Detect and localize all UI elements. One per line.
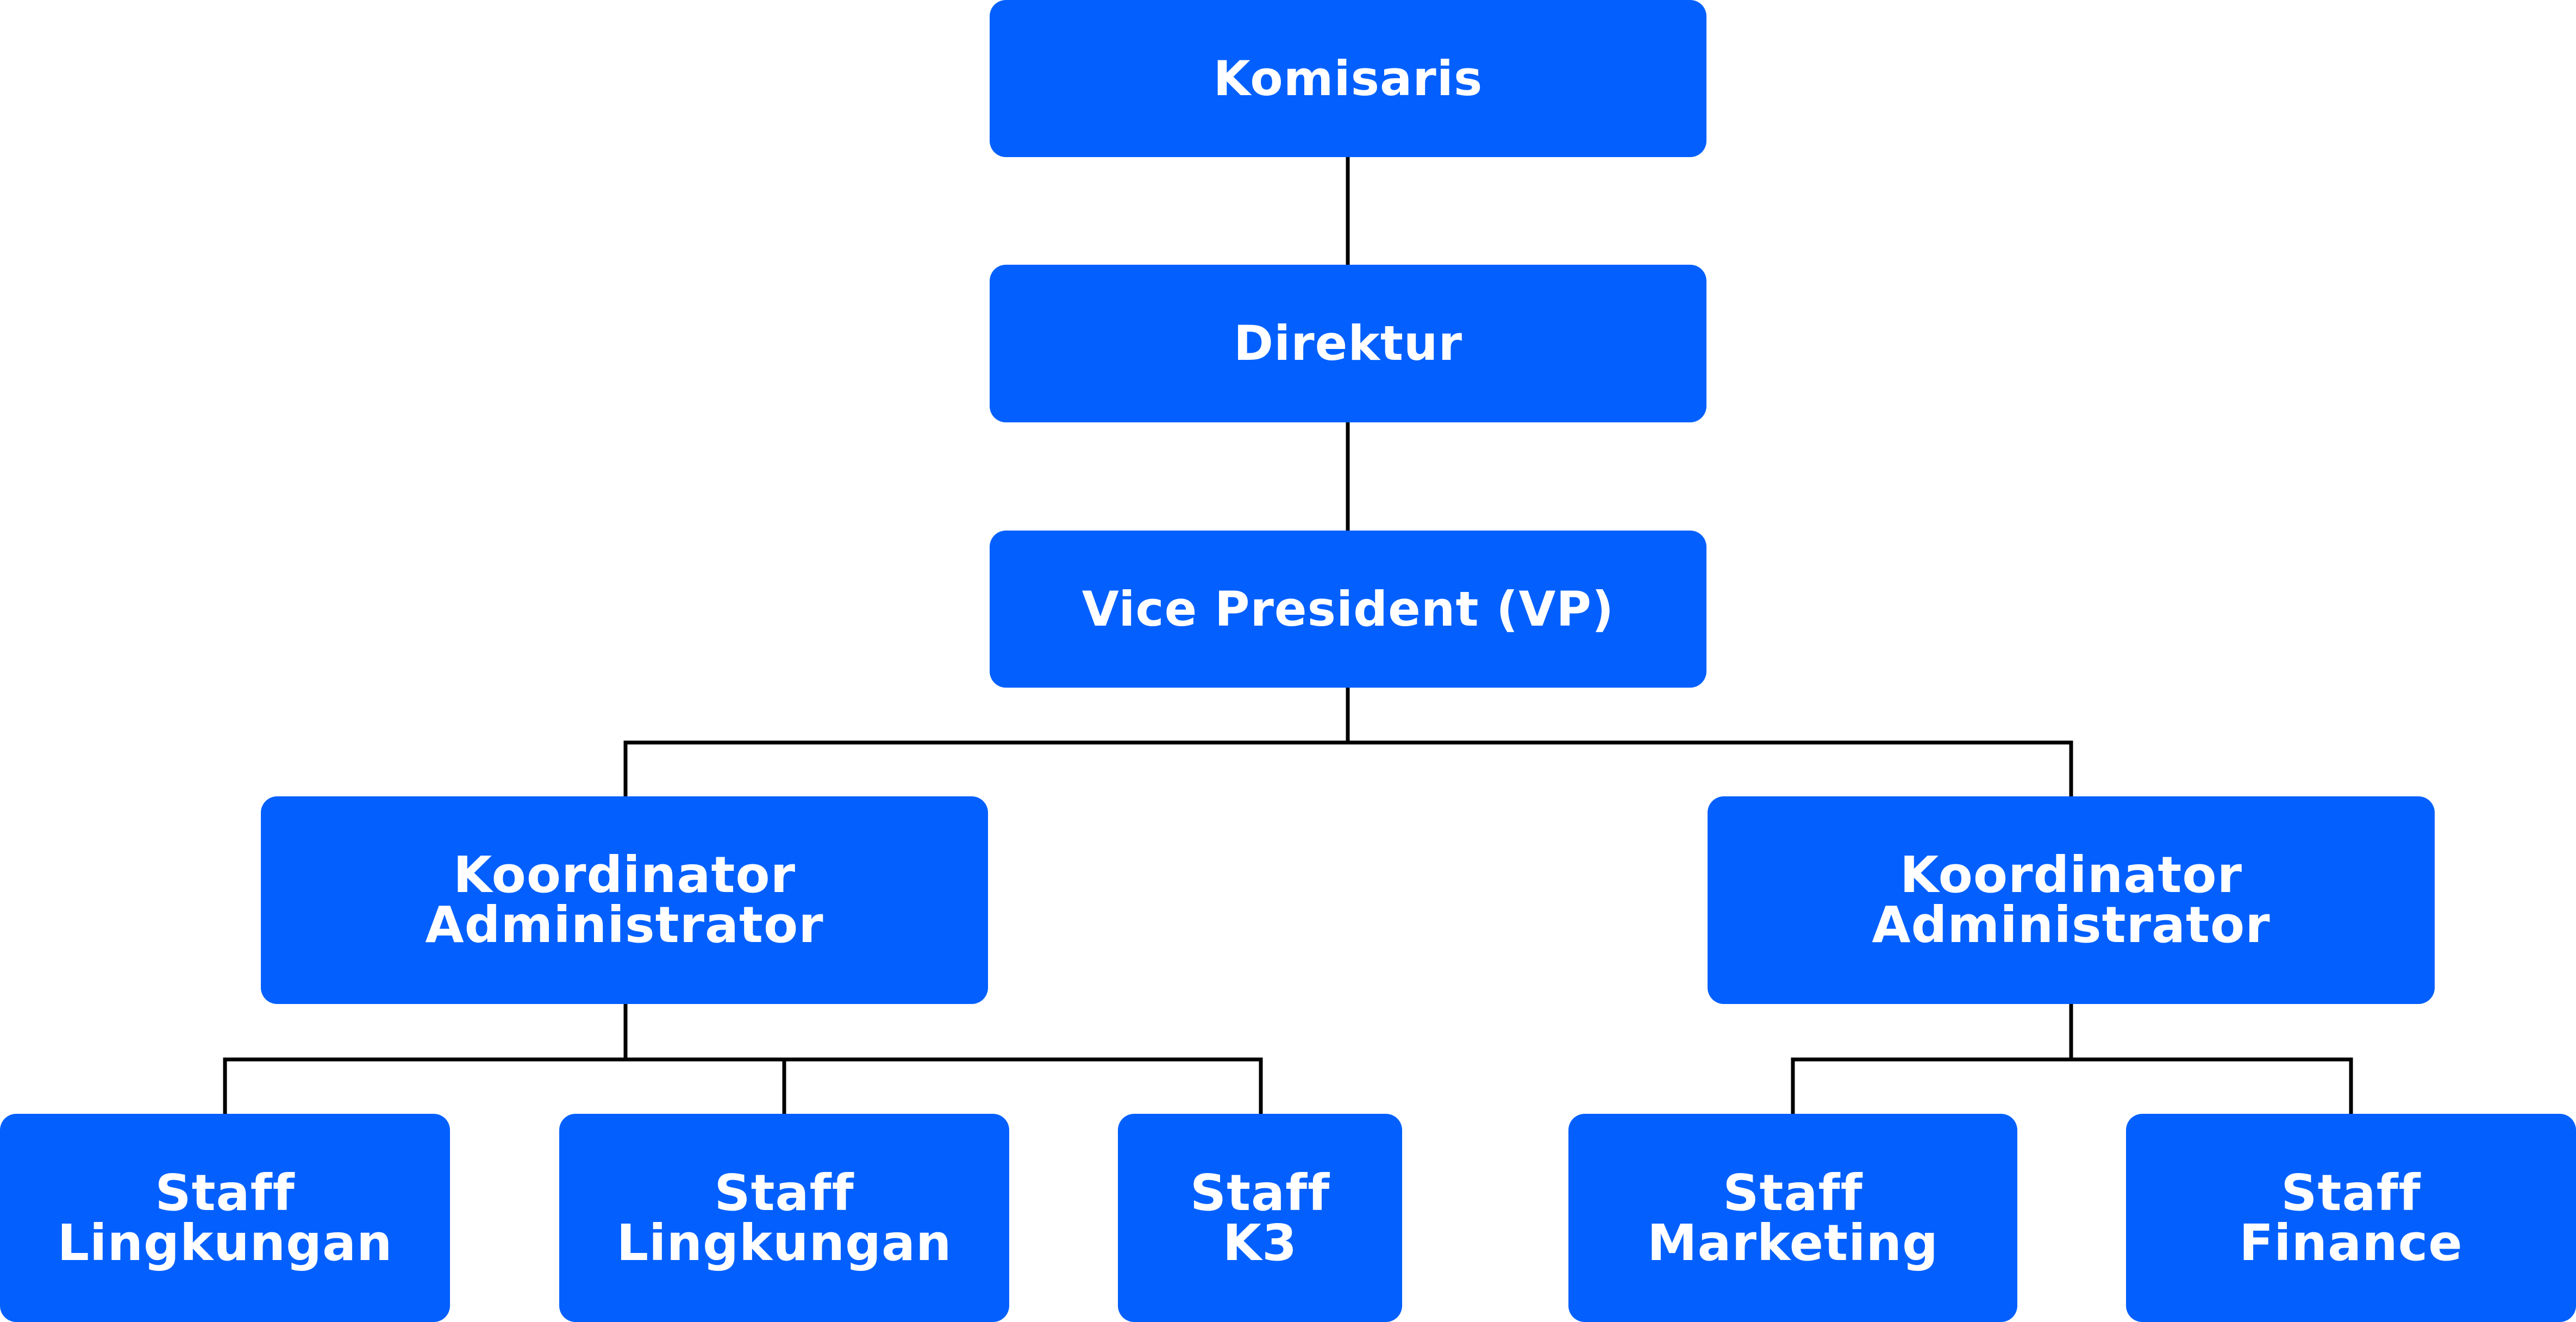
node-staff-marketing: Staff Marketing <box>1568 1114 2017 1322</box>
node-staff-lingkungan-2-label: Staff Lingkungan <box>616 1163 952 1272</box>
node-direktur: Direktur <box>990 265 1706 422</box>
node-koordinator-left-label: Koordinator Administrator <box>425 846 824 954</box>
node-staff-finance-label: Staff Finance <box>2239 1163 2463 1272</box>
node-staff-lingkungan-2: Staff Lingkungan <box>559 1114 1009 1322</box>
node-koordinator-right-label: Koordinator Administrator <box>1872 846 2271 954</box>
node-staff-finance: Staff Finance <box>2126 1114 2576 1322</box>
node-staff-marketing-label: Staff Marketing <box>1647 1163 1939 1272</box>
node-komisaris: Komisaris <box>990 0 1706 157</box>
node-staff-lingkungan-1: Staff Lingkungan <box>0 1114 450 1322</box>
node-staff-k3-label: Staff K3 <box>1190 1163 1330 1272</box>
node-direktur-label: Direktur <box>1234 315 1462 371</box>
node-vice-president-label: Vice President (VP) <box>1081 581 1615 637</box>
node-koordinator-right: Koordinator Administrator <box>1708 796 2435 1004</box>
node-komisaris-label: Komisaris <box>1213 50 1483 107</box>
node-staff-k3: Staff K3 <box>1118 1114 1402 1322</box>
node-vice-president: Vice President (VP) <box>990 531 1706 688</box>
node-staff-lingkungan-1-label: Staff Lingkungan <box>57 1163 393 1272</box>
node-koordinator-left: Koordinator Administrator <box>261 796 988 1004</box>
